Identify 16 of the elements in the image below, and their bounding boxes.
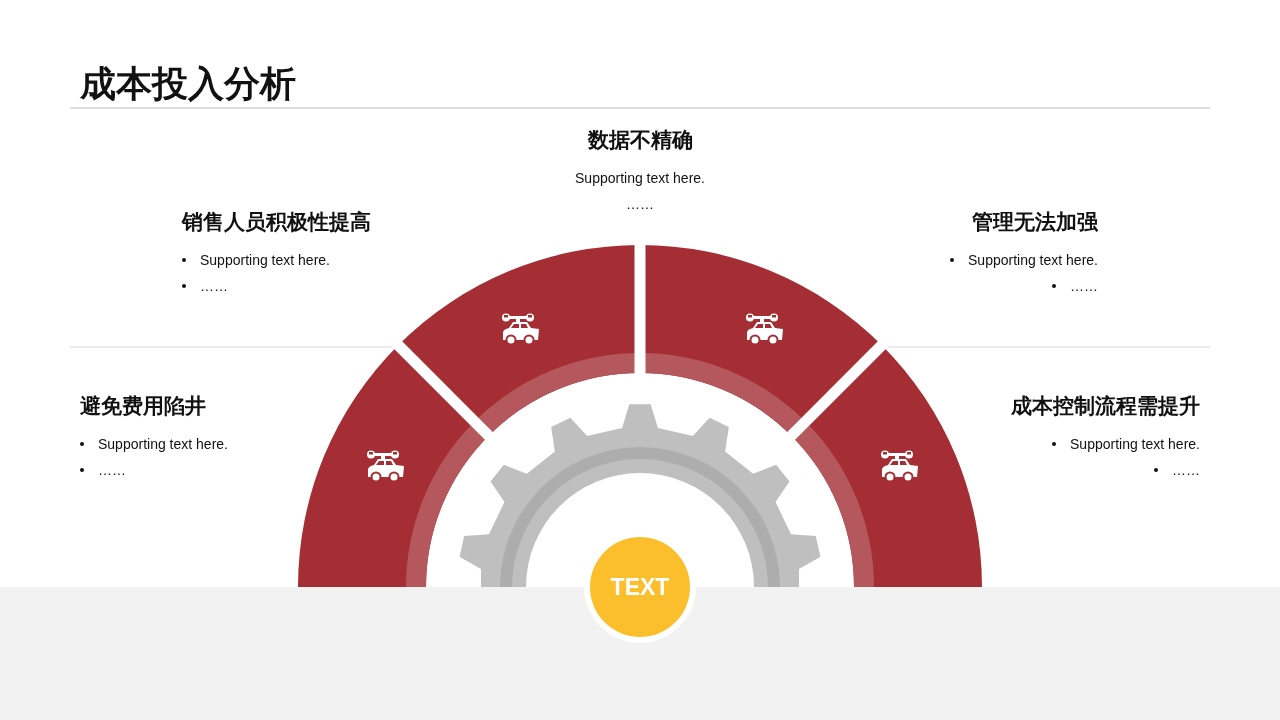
bullet-text: Supporting text here. — [98, 436, 228, 452]
section-heading: 管理无法加强 — [972, 209, 1098, 235]
bullet-text: Supporting text here. — [1070, 436, 1200, 452]
bullet-text: …… — [1172, 462, 1200, 478]
section-heading: 数据不精确 — [587, 127, 693, 153]
slide-title: 成本投入分析 — [80, 62, 296, 106]
section-heading: 避免费用陷井 — [80, 393, 206, 419]
bullet-text: …… — [200, 278, 228, 294]
supporting-text: Supporting text here. — [575, 170, 705, 186]
section-heading: 成本控制流程需提升 — [1011, 393, 1200, 419]
section-heading: 销售人员积极性提高 — [182, 209, 371, 235]
bullet-text: Supporting text here. — [200, 252, 330, 268]
bullet-text: …… — [98, 462, 126, 478]
bullet-text: Supporting text here. — [968, 252, 1098, 268]
bullet-text: …… — [1070, 278, 1098, 294]
supporting-text: …… — [626, 196, 654, 212]
